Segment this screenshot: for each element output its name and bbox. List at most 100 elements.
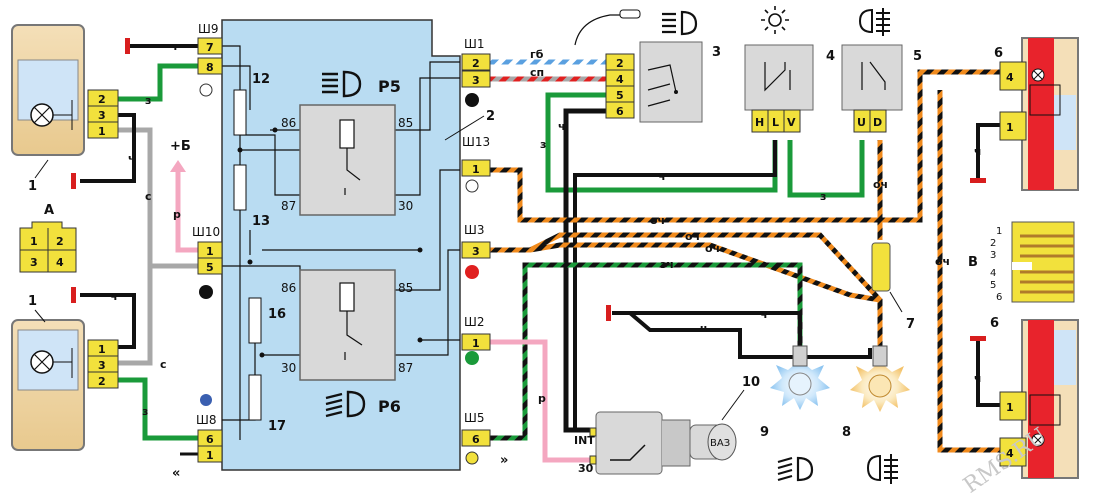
connector-sh3-label: Ш3 bbox=[464, 223, 484, 237]
headlamp-top-label: 1 bbox=[28, 179, 37, 194]
svg-text:5: 5 bbox=[616, 89, 624, 102]
fuse-12-label: 12 bbox=[252, 72, 270, 87]
stalk-switch-label: 3 bbox=[712, 45, 721, 60]
relay-p6-pin85: 85 bbox=[398, 281, 413, 295]
svg-text:В: В bbox=[968, 255, 978, 270]
fog-switch-pin-d: D bbox=[873, 116, 882, 129]
svg-text:2: 2 bbox=[98, 93, 106, 106]
connector-view-b: В 1 2 3 4 5 6 bbox=[968, 221, 1075, 303]
svg-text:р: р bbox=[538, 392, 546, 405]
svg-text:5: 5 bbox=[206, 261, 214, 274]
connector-sh9-marker bbox=[199, 83, 213, 97]
relay-p6-pin86: 86 bbox=[281, 281, 296, 295]
connector-sh2-label: Ш2 bbox=[464, 315, 484, 329]
svg-text:6: 6 bbox=[472, 433, 480, 446]
high-beam-icon bbox=[322, 70, 362, 98]
fog-switch: U D 5 bbox=[841, 8, 922, 133]
fuse-13 bbox=[233, 164, 247, 211]
svg-text:оч: оч bbox=[873, 178, 888, 191]
svg-text:7: 7 bbox=[206, 41, 214, 54]
light-switch-pin-l: L bbox=[772, 116, 779, 129]
svg-text:3: 3 bbox=[98, 359, 106, 372]
relay-p6-pin30: 30 bbox=[281, 361, 296, 375]
svg-text:ч: ч bbox=[558, 120, 566, 133]
connector-sh9-label: Ш9 bbox=[198, 22, 218, 36]
relay-p5-label: Р5 bbox=[378, 77, 401, 96]
double-arrow-left-icon: « bbox=[172, 466, 180, 481]
light-switch-pin-v: V bbox=[787, 116, 796, 129]
svg-text:1: 1 bbox=[1006, 121, 1014, 134]
fuse-17-label: 17 bbox=[268, 419, 286, 434]
svg-text:1: 1 bbox=[30, 235, 38, 248]
svg-text:з: з bbox=[142, 405, 148, 418]
svg-text:ч: ч bbox=[974, 372, 982, 385]
connector-sh2-marker bbox=[465, 351, 479, 365]
fuse-16-label: 16 bbox=[268, 307, 286, 322]
relay-p6-label: Р6 bbox=[378, 397, 401, 416]
svg-text:5: 5 bbox=[990, 280, 996, 291]
connector-sh1-marker bbox=[465, 93, 479, 107]
svg-text:1: 1 bbox=[996, 226, 1002, 237]
relay-p6-pin87: 87 bbox=[398, 361, 413, 375]
svg-text:2: 2 bbox=[616, 57, 624, 70]
svg-text:1: 1 bbox=[98, 343, 106, 356]
high-beam-icon bbox=[662, 10, 698, 36]
indicator-lamp-8: 8 bbox=[842, 345, 910, 440]
connector-sh3-marker bbox=[465, 265, 479, 279]
svg-text:1: 1 bbox=[98, 125, 106, 138]
rear-lamp-top-label: 6 bbox=[994, 46, 1003, 61]
ignition-pin-int: INT bbox=[574, 434, 595, 447]
relay-p5-pin87: 87 bbox=[281, 199, 296, 213]
svg-text:1: 1 bbox=[472, 163, 480, 176]
fog-light-icon bbox=[858, 8, 890, 36]
connector-sh13-label: Ш13 bbox=[462, 135, 490, 149]
connector-sh1-label: Ш1 bbox=[464, 37, 484, 51]
left-block-connectors: Ш9 78 Ш10 15 Ш8 61 « bbox=[172, 22, 223, 481]
right-block-connectors: Ш1 23 Ш13 1 Ш3 3 Ш2 1 Ш5 6 » bbox=[461, 37, 508, 468]
svg-text:з: з bbox=[145, 94, 151, 107]
connector-sh13-marker bbox=[465, 179, 479, 193]
svg-text:7: 7 bbox=[906, 317, 915, 332]
wires bbox=[80, 44, 1000, 463]
low-beam-icon bbox=[325, 390, 366, 418]
svg-text:6: 6 bbox=[206, 433, 214, 446]
rear-lamp-bottom: 14 bbox=[999, 319, 1079, 479]
svg-text:+Б: +Б bbox=[170, 139, 191, 154]
ignition-pin-30: 30 bbox=[578, 462, 594, 475]
svg-text:2: 2 bbox=[472, 57, 480, 70]
fuse-17 bbox=[248, 374, 262, 421]
svg-text:ч: ч bbox=[110, 290, 118, 303]
svg-text:8: 8 bbox=[206, 61, 214, 74]
fuse-13-label: 13 bbox=[252, 214, 270, 229]
connector-sh10-label: Ш10 bbox=[192, 225, 220, 239]
headlamp-bottom-label: 1 bbox=[28, 294, 37, 309]
svg-text:з: з bbox=[540, 138, 546, 151]
indicator-lamp-9: 9 bbox=[760, 345, 830, 440]
svg-text:ч: ч bbox=[700, 322, 708, 335]
connector-sh5-label: Ш5 bbox=[464, 411, 484, 425]
svg-text:10: 10 bbox=[742, 375, 760, 390]
double-arrow-right-icon: » bbox=[500, 453, 508, 468]
relay-p5-pin30: 30 bbox=[398, 199, 413, 213]
svg-text:1: 1 bbox=[1006, 401, 1014, 414]
svg-text:р: р bbox=[173, 208, 181, 221]
bullet-connector-7: 7 bbox=[871, 242, 915, 332]
svg-text:1: 1 bbox=[206, 245, 214, 258]
fuse-16 bbox=[248, 297, 262, 344]
svg-text:с: с bbox=[145, 190, 152, 203]
svg-text:6: 6 bbox=[616, 105, 624, 118]
svg-text:оч: оч bbox=[935, 255, 950, 268]
svg-text:4: 4 bbox=[56, 256, 64, 269]
svg-text:3: 3 bbox=[98, 109, 106, 122]
headlamp-bottom: 132 bbox=[11, 319, 119, 451]
svg-text:ч: ч bbox=[128, 152, 136, 165]
ignition-switch: ВАЗ INT 30 10 bbox=[574, 375, 760, 475]
relay-p5-pin86: 86 bbox=[281, 116, 296, 130]
fog-light-icon bbox=[866, 454, 898, 484]
svg-text:6: 6 bbox=[996, 292, 1002, 303]
headlamp-top: 2 3 1 bbox=[11, 24, 119, 156]
svg-text:4: 4 bbox=[1006, 71, 1014, 84]
svg-text:8: 8 bbox=[842, 425, 851, 440]
fog-switch-label: 5 bbox=[913, 49, 922, 64]
